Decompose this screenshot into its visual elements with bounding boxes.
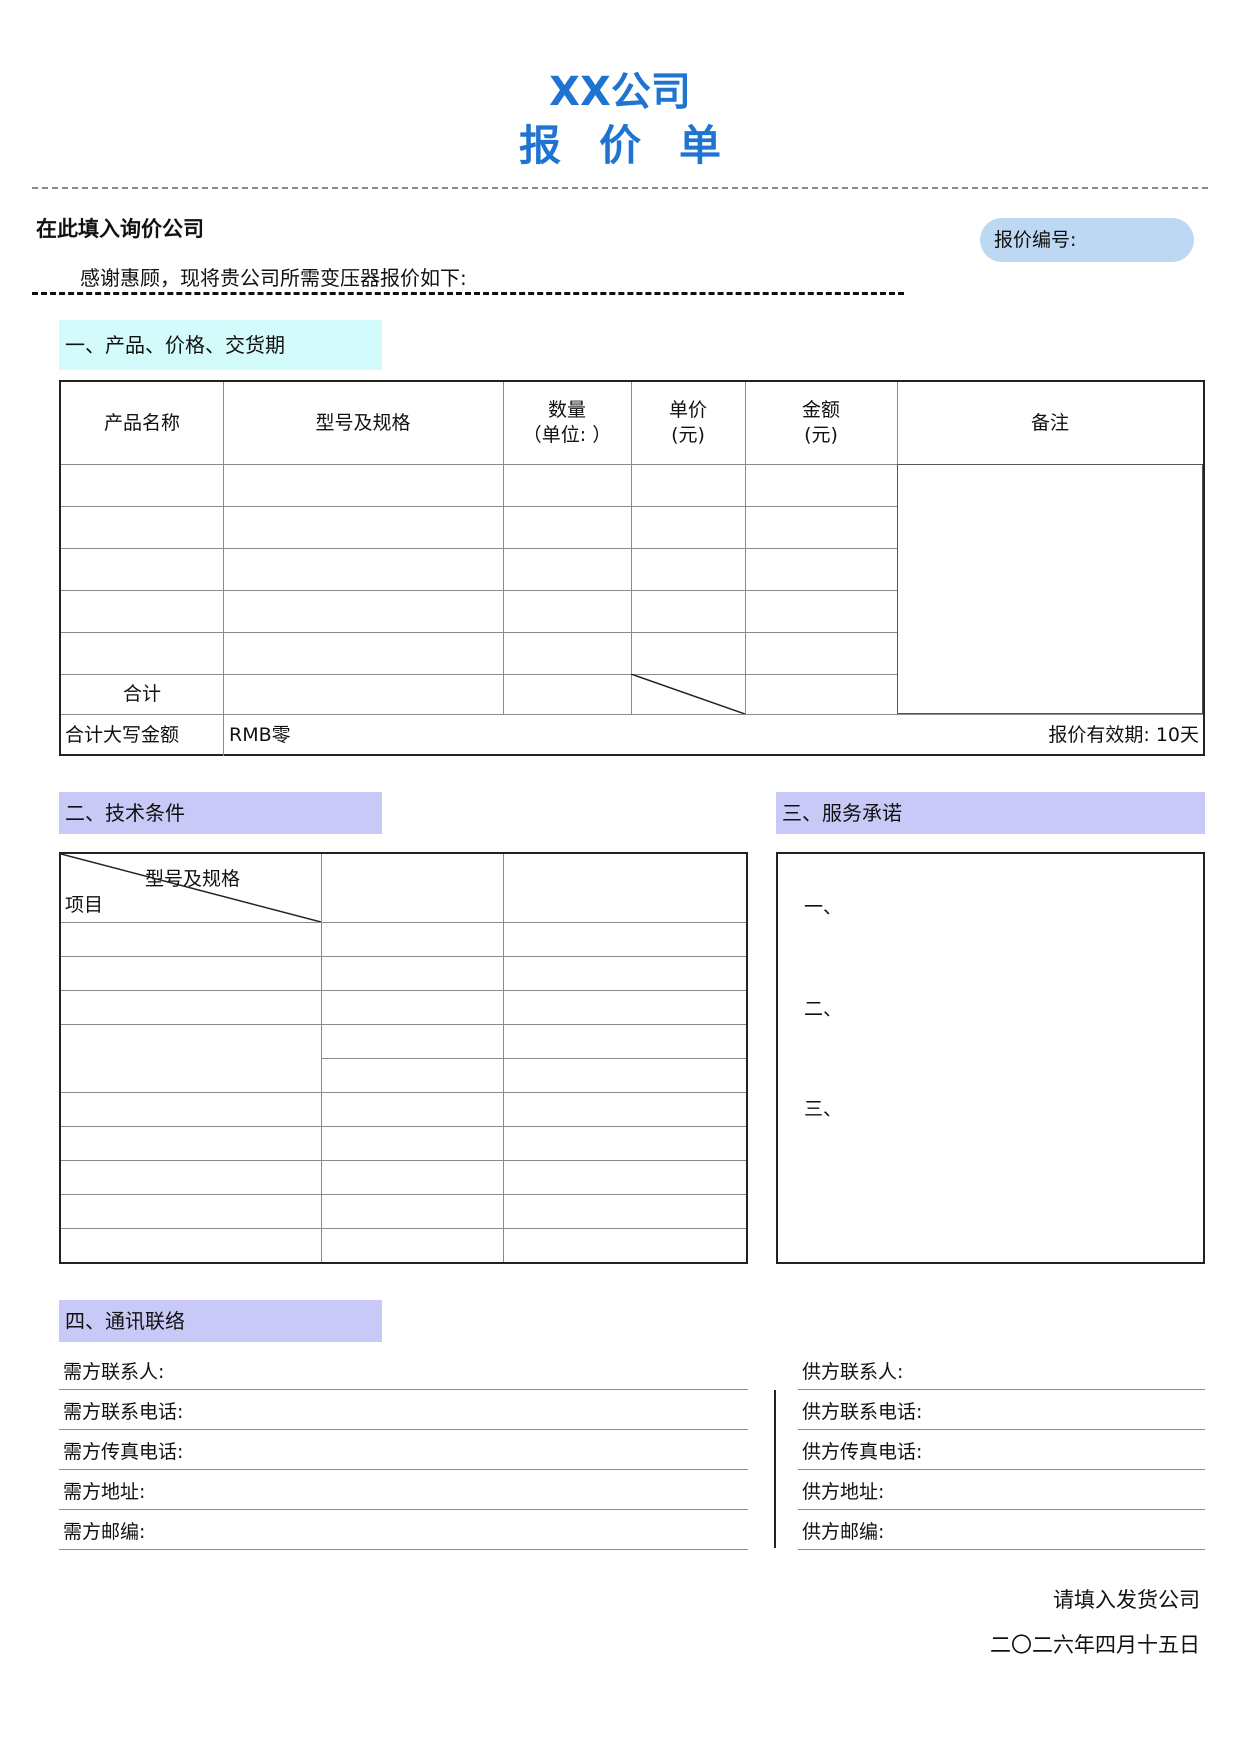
demand-address[interactable]: 需方地址:: [63, 1481, 146, 1503]
signature-company[interactable]: 请填入发货公司: [1053, 1588, 1200, 1612]
supply-postcode[interactable]: 供方邮编:: [802, 1521, 885, 1543]
col-amount: 金额 (元): [801, 399, 840, 446]
contact-divider: [774, 1390, 776, 1548]
sum-unit-price-slash: [631, 674, 745, 714]
section-service-heading: 三、服务承诺: [776, 792, 1205, 834]
supply-contact-list: 供方联系人: 供方联系电话: 供方传真电话: 供方地址: 供方邮编:: [798, 1350, 1205, 1550]
signature-date: 二〇二六年四月十五日: [990, 1633, 1200, 1657]
quote-validity: 报价有效期: 10天: [1048, 724, 1199, 746]
service-item[interactable]: 一、: [804, 896, 843, 918]
document-title: 报价单: [518, 121, 759, 170]
demand-fax[interactable]: 需方传真电话:: [63, 1441, 184, 1463]
inquiry-company[interactable]: 在此填入询价公司: [36, 217, 204, 241]
products-table: 产品名称 型号及规格 数量 （单位: ） 单价 (元) 金额 (元) 备注 合计…: [59, 380, 1205, 756]
col-model-spec: 型号及规格: [315, 411, 411, 434]
company-title: XX公司: [549, 69, 691, 115]
diagonal-header-line: [61, 854, 321, 922]
diag-header-top: 型号及规格: [145, 868, 241, 890]
demand-contact-person[interactable]: 需方联系人:: [63, 1361, 165, 1383]
service-commitment-box: 一、 二、 三、: [776, 852, 1205, 1264]
total-caps-label: 合计大写金额: [65, 724, 180, 746]
thanks-text: 感谢惠顾，现将贵公司所需变压器报价如下:: [32, 265, 904, 295]
service-item[interactable]: 二、: [804, 998, 843, 1020]
sum-label: 合计: [122, 682, 161, 705]
col-quantity: 数量 （单位: ）: [522, 399, 612, 446]
section-contact-heading: 四、通讯联络: [59, 1300, 382, 1342]
total-caps-value[interactable]: RMB零: [229, 724, 291, 746]
quote-number-field[interactable]: 报价编号:: [980, 218, 1194, 262]
demand-contact-phone[interactable]: 需方联系电话:: [63, 1401, 184, 1423]
demand-contact-list: 需方联系人: 需方联系电话: 需方传真电话: 需方地址: 需方邮编:: [59, 1350, 748, 1550]
section-products-heading: 一、产品、价格、交货期: [59, 320, 382, 370]
demand-postcode[interactable]: 需方邮编:: [63, 1521, 146, 1543]
header-divider: [32, 187, 1208, 189]
diag-header-bottom: 项目: [65, 894, 104, 916]
col-remarks: 备注: [1030, 411, 1069, 434]
tech-conditions-table: 型号及规格 项目: [59, 852, 748, 1264]
supply-contact-person[interactable]: 供方联系人:: [802, 1361, 904, 1383]
service-item[interactable]: 三、: [804, 1098, 843, 1120]
col-product-name: 产品名称: [103, 411, 180, 434]
supply-contact-phone[interactable]: 供方联系电话:: [802, 1401, 923, 1423]
supply-fax[interactable]: 供方传真电话:: [802, 1441, 923, 1463]
section-tech-heading: 二、技术条件: [59, 792, 382, 834]
supply-address[interactable]: 供方地址:: [802, 1481, 885, 1503]
col-unit-price: 单价 (元): [668, 399, 707, 446]
